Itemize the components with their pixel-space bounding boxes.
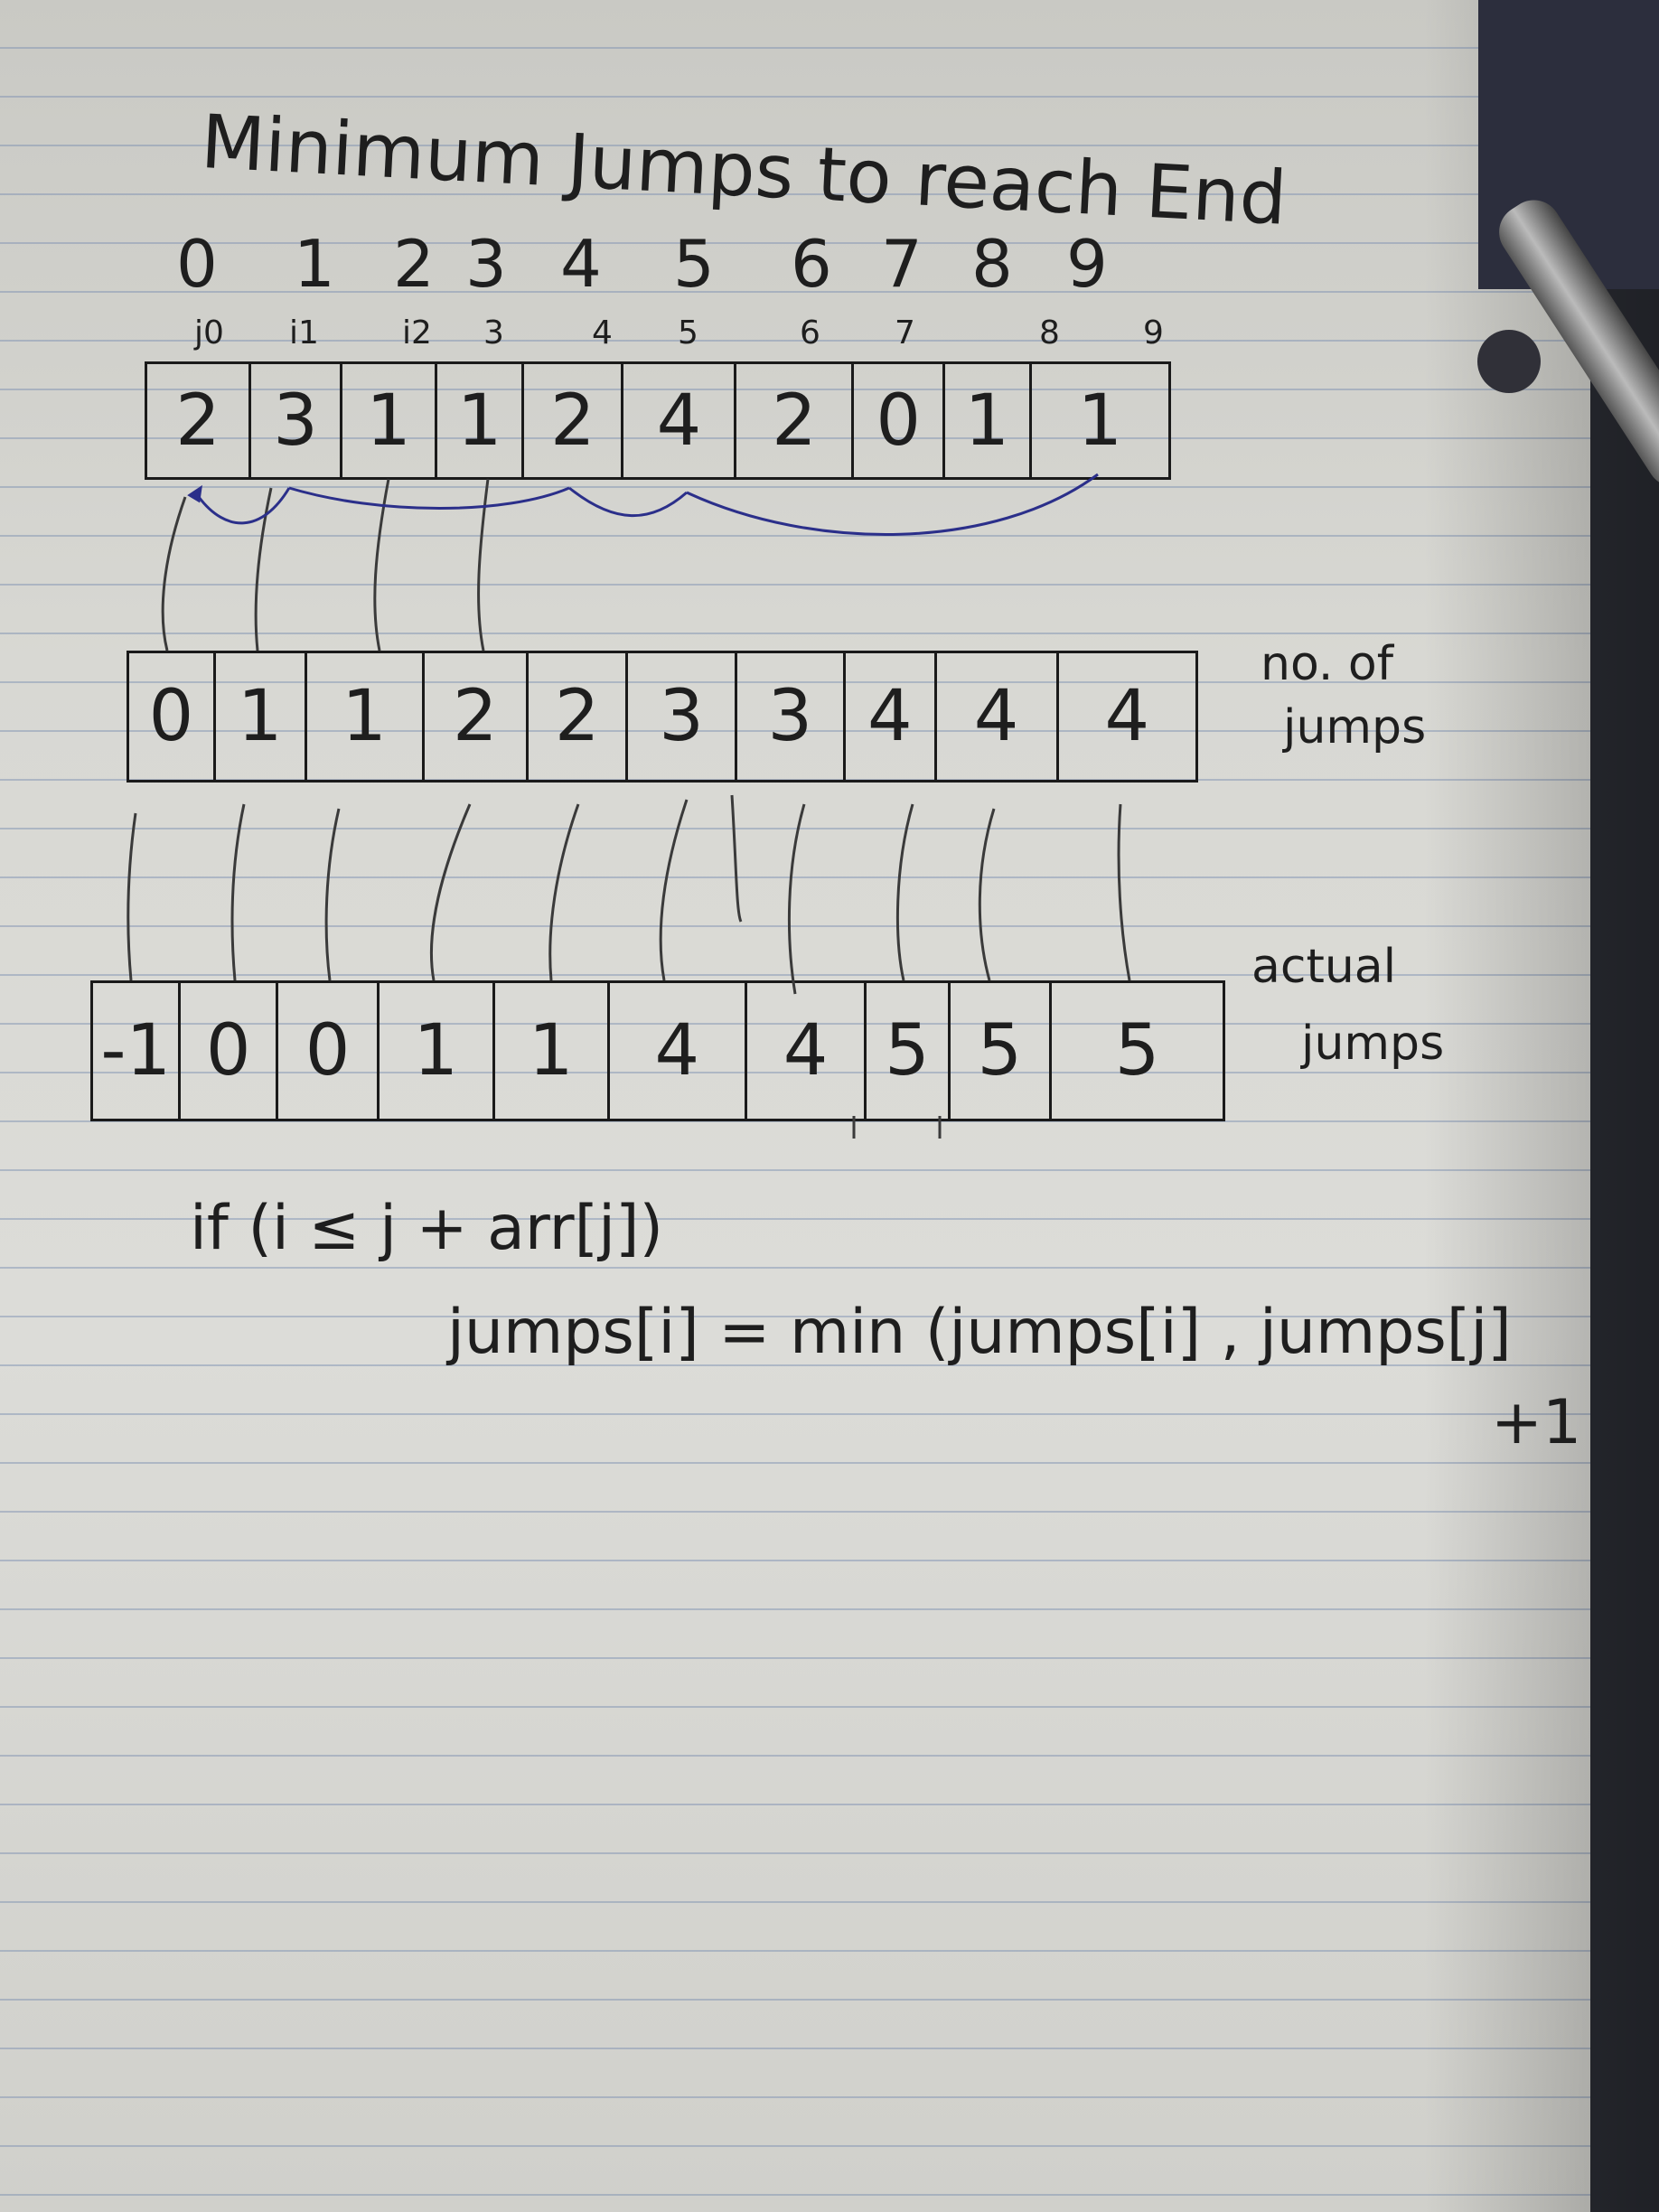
index-label: 9 [1066, 226, 1108, 302]
connector-line [373, 478, 390, 651]
array-cell: 1 [1077, 380, 1123, 462]
small-index-label: i2 [402, 314, 432, 351]
actual-label-line1: actual [1251, 940, 1397, 994]
small-index-label: 8 [1039, 314, 1060, 351]
connector-line [548, 803, 580, 981]
actual-cell: 0 [181, 983, 278, 1119]
index-label: 5 [673, 226, 715, 302]
jumps-cell: 3 [737, 653, 846, 780]
array-cell: 3 [251, 364, 342, 477]
actual-cell: 1 [495, 983, 610, 1119]
formula-condition: if (i ≤ j + arr[j]) [190, 1193, 664, 1264]
ruled-lines [0, 0, 1590, 2212]
index-label: 3 [465, 226, 507, 302]
jump-arrow [288, 486, 570, 510]
array-cell: 1 [945, 364, 1032, 477]
connector-line [659, 799, 689, 981]
jump-arrows [187, 473, 1099, 536]
small-index-label: 7 [895, 314, 915, 351]
jumps-cell: 1 [307, 653, 425, 780]
jumps-cell: 4 [846, 653, 937, 780]
punch-hole [1477, 330, 1541, 393]
notebook-paper [0, 0, 1590, 2212]
jumps-cell: 1 [216, 653, 307, 780]
connector-line [1117, 803, 1131, 981]
actual-label-line2: jumps [1301, 1017, 1445, 1071]
actual-cell: 0 [278, 983, 380, 1119]
array-cell: 2 [736, 364, 855, 477]
connector-line [127, 812, 137, 981]
connector-line [895, 803, 914, 981]
index-label: 2 [393, 226, 435, 302]
array-cell: 1 [342, 364, 438, 477]
actual-cell: 5 [951, 983, 1053, 1119]
arrow-head [187, 484, 202, 503]
array-cell: 1 [437, 364, 525, 477]
connector-line [730, 794, 743, 923]
connector-line [324, 808, 341, 981]
jump-arrow [197, 487, 291, 525]
formula-plus-one: +1 [1491, 1387, 1582, 1458]
array-cell: 2 [524, 364, 624, 477]
small-index-label: 6 [800, 314, 820, 351]
array-cell: 0 [854, 364, 945, 477]
jumps-cell: 4 [937, 653, 1059, 780]
jump-arrow [568, 486, 688, 518]
connector-line [254, 487, 273, 651]
formula-assignment: jumps[i] = min (jumps[i] , jumps[j] [447, 1297, 1512, 1368]
connector-line [477, 478, 490, 651]
connector-lines [127, 473, 1131, 1139]
jumps-label-line2: jumps [1283, 700, 1427, 755]
actual-cell: 1 [380, 983, 495, 1119]
jumps-cell: 0 [129, 653, 216, 780]
connector-line [978, 808, 996, 981]
array-cell: 4 [623, 364, 737, 477]
actual-cell: 5 [867, 983, 951, 1119]
jumps-cell: 2 [529, 653, 629, 780]
jumps-label-line1: no. of [1261, 637, 1394, 691]
index-label: 1 [294, 226, 335, 302]
small-index-label: 9 [1143, 314, 1164, 351]
connector-line [230, 803, 246, 981]
connector-line [161, 496, 187, 651]
actual-jumps-array: -1 0 0 1 1 4 4 5 5 5 [90, 980, 1225, 1121]
array-cell: 2 [147, 364, 252, 477]
actual-cell: 4 [747, 983, 867, 1119]
pencil-connectors [127, 478, 1131, 1139]
small-index-label: 5 [678, 314, 698, 351]
small-index-label: 4 [592, 314, 613, 351]
jumps-cell: 4 [1104, 676, 1150, 757]
index-label: 7 [881, 226, 923, 302]
jumps-cell: 3 [628, 653, 737, 780]
connector-line [429, 803, 472, 981]
index-label: 6 [791, 226, 832, 302]
actual-cell: 4 [610, 983, 747, 1119]
index-label: 8 [971, 226, 1013, 302]
small-index-label: i1 [289, 314, 319, 351]
actual-cell: 5 [1114, 1010, 1160, 1092]
jumps-cell: 2 [425, 653, 529, 780]
small-index-label: 3 [483, 314, 504, 351]
jumps-array: 0 1 1 2 2 3 3 4 4 4 [127, 651, 1198, 783]
index-label: 4 [560, 226, 602, 302]
actual-cell: -1 [93, 983, 182, 1119]
small-index-label: j0 [194, 314, 224, 351]
index-label: 0 [176, 226, 218, 302]
jump-arrow [686, 473, 1099, 536]
input-array: 2 3 1 1 2 4 2 0 1 1 [145, 361, 1171, 480]
connector-line [787, 803, 806, 995]
